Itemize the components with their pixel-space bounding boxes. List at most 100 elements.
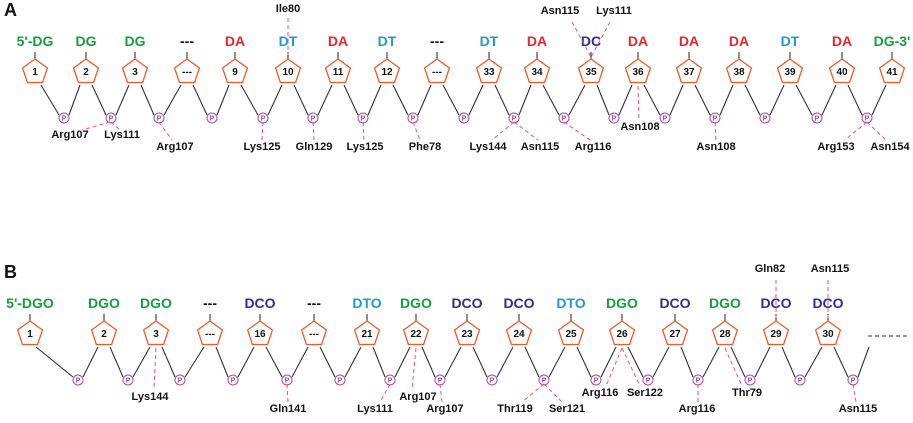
sugar-pentagon — [121, 58, 149, 84]
backbone-bond — [161, 346, 176, 378]
backbone-bond — [857, 346, 870, 378]
backbone-bond — [68, 84, 81, 116]
contact-line — [491, 121, 515, 141]
backbone-bond — [344, 346, 362, 378]
sugar-pentagon — [221, 58, 249, 84]
phosphate-circle — [558, 112, 570, 124]
contact-line — [724, 347, 743, 387]
nucleotide-number: 11 — [333, 67, 344, 78]
nucleotide-label: 5'-DGO — [6, 295, 54, 311]
contact-line — [637, 85, 640, 121]
sugar-pentagon — [453, 320, 481, 346]
phosphate-label: P — [361, 116, 366, 123]
phosphate-circle — [659, 112, 671, 124]
contact-line — [362, 121, 365, 141]
backbone-bond — [319, 346, 336, 378]
backbone-bond — [833, 346, 849, 378]
nucleotide-number: 33 — [483, 67, 495, 78]
backbone-bond — [91, 84, 107, 116]
residue-label: Ile80 — [276, 3, 300, 15]
nucleotide-number: 3 — [153, 329, 159, 340]
phosphate-circle — [58, 112, 70, 124]
residue-label: Asn115 — [541, 5, 580, 17]
contact-line — [866, 121, 887, 141]
nucleotide-label: 5'-DG — [17, 33, 54, 49]
residue-label: Gln82 — [755, 263, 786, 275]
nucleotide-label: DGO — [400, 295, 432, 311]
nucleotide-label: DCO — [244, 295, 275, 311]
phosphate-circle — [608, 112, 620, 124]
nucleotide-label: DGO — [709, 295, 741, 311]
phosphate-label: P — [815, 116, 820, 123]
phosphate-label: P — [438, 378, 443, 385]
phosphate-label: P — [646, 378, 651, 385]
phosphate-label: P — [562, 116, 567, 123]
contact-line — [412, 121, 421, 141]
phosphate-label: P — [285, 378, 290, 385]
contact-line — [286, 383, 289, 403]
backbone-bond — [215, 346, 229, 378]
residue-label: Thr79 — [732, 387, 762, 399]
phosphate-circle — [334, 374, 346, 386]
phosphate-label: P — [76, 378, 81, 385]
nucleotide-number: 1 — [27, 329, 33, 340]
panel-b: B5'-DGO1DGO2DGO3------DCO16------DTO21DG… — [4, 262, 910, 415]
backbone-bond — [518, 84, 532, 116]
contact-line — [605, 347, 623, 387]
contact-line — [844, 121, 868, 141]
phosphate-circle — [458, 112, 470, 124]
backbone-bond — [442, 84, 460, 116]
nucleotide-label: DT — [781, 33, 800, 49]
phosphate-circle — [105, 112, 117, 124]
nucleotide-label: DA — [729, 33, 749, 49]
nucleotide-label: DT — [480, 33, 499, 49]
backbone-bond — [421, 346, 436, 378]
phosphate-label: P — [62, 116, 67, 123]
nucleotide-label: DTO — [556, 295, 585, 311]
phosphate-circle — [227, 374, 239, 386]
phosphate-label: P — [713, 116, 718, 123]
backbone-bond — [394, 346, 411, 378]
phosphate-circle — [861, 112, 873, 124]
phosphate-circle — [174, 374, 186, 386]
sugar-pentagon — [274, 58, 302, 84]
backbone-bond — [627, 346, 644, 378]
nucleotide-label: --- — [307, 295, 321, 311]
phosphate-label: P — [696, 378, 701, 385]
nucleotide-label: DA — [679, 33, 699, 49]
phosphate-circle — [744, 374, 756, 386]
residue-label: Gln141 — [270, 403, 307, 415]
nucleotide-number: 40 — [836, 67, 848, 78]
backbone-bond — [237, 346, 255, 378]
nucleotide-label: DGO — [88, 295, 120, 311]
sugar-pentagon — [661, 320, 689, 346]
backbone-bond — [293, 84, 309, 116]
nucleotide-label: DGO — [140, 295, 172, 311]
residue-label: Thr119 — [497, 403, 532, 415]
residue-label: Lys144 — [470, 141, 508, 153]
phosphate-label: P — [126, 378, 131, 385]
panel-letter: B — [4, 262, 17, 282]
contact-line — [439, 383, 443, 403]
sugar-pentagon — [828, 58, 856, 84]
residue-label: Lys111 — [104, 129, 140, 141]
backbone-bond — [680, 346, 694, 378]
sugar-pentagon — [72, 58, 100, 84]
phosphate-circle — [590, 374, 602, 386]
phosphate-label: P — [411, 116, 416, 123]
backbone-bond — [871, 84, 887, 116]
backbone-bond — [444, 346, 462, 378]
contact-line — [563, 121, 591, 141]
sugar-pentagon — [475, 58, 503, 84]
nucleotide-label: DC — [581, 33, 601, 49]
backbone-bond — [730, 346, 746, 378]
residue-label: Ser121 — [549, 403, 585, 415]
nucleotide-number: --- — [205, 329, 215, 340]
phosphate-label: P — [231, 378, 236, 385]
backbone-bond — [291, 346, 309, 378]
nucleotide-number: 38 — [733, 67, 745, 78]
sugar-pentagon — [373, 58, 401, 84]
sugar-pentagon — [21, 58, 49, 84]
